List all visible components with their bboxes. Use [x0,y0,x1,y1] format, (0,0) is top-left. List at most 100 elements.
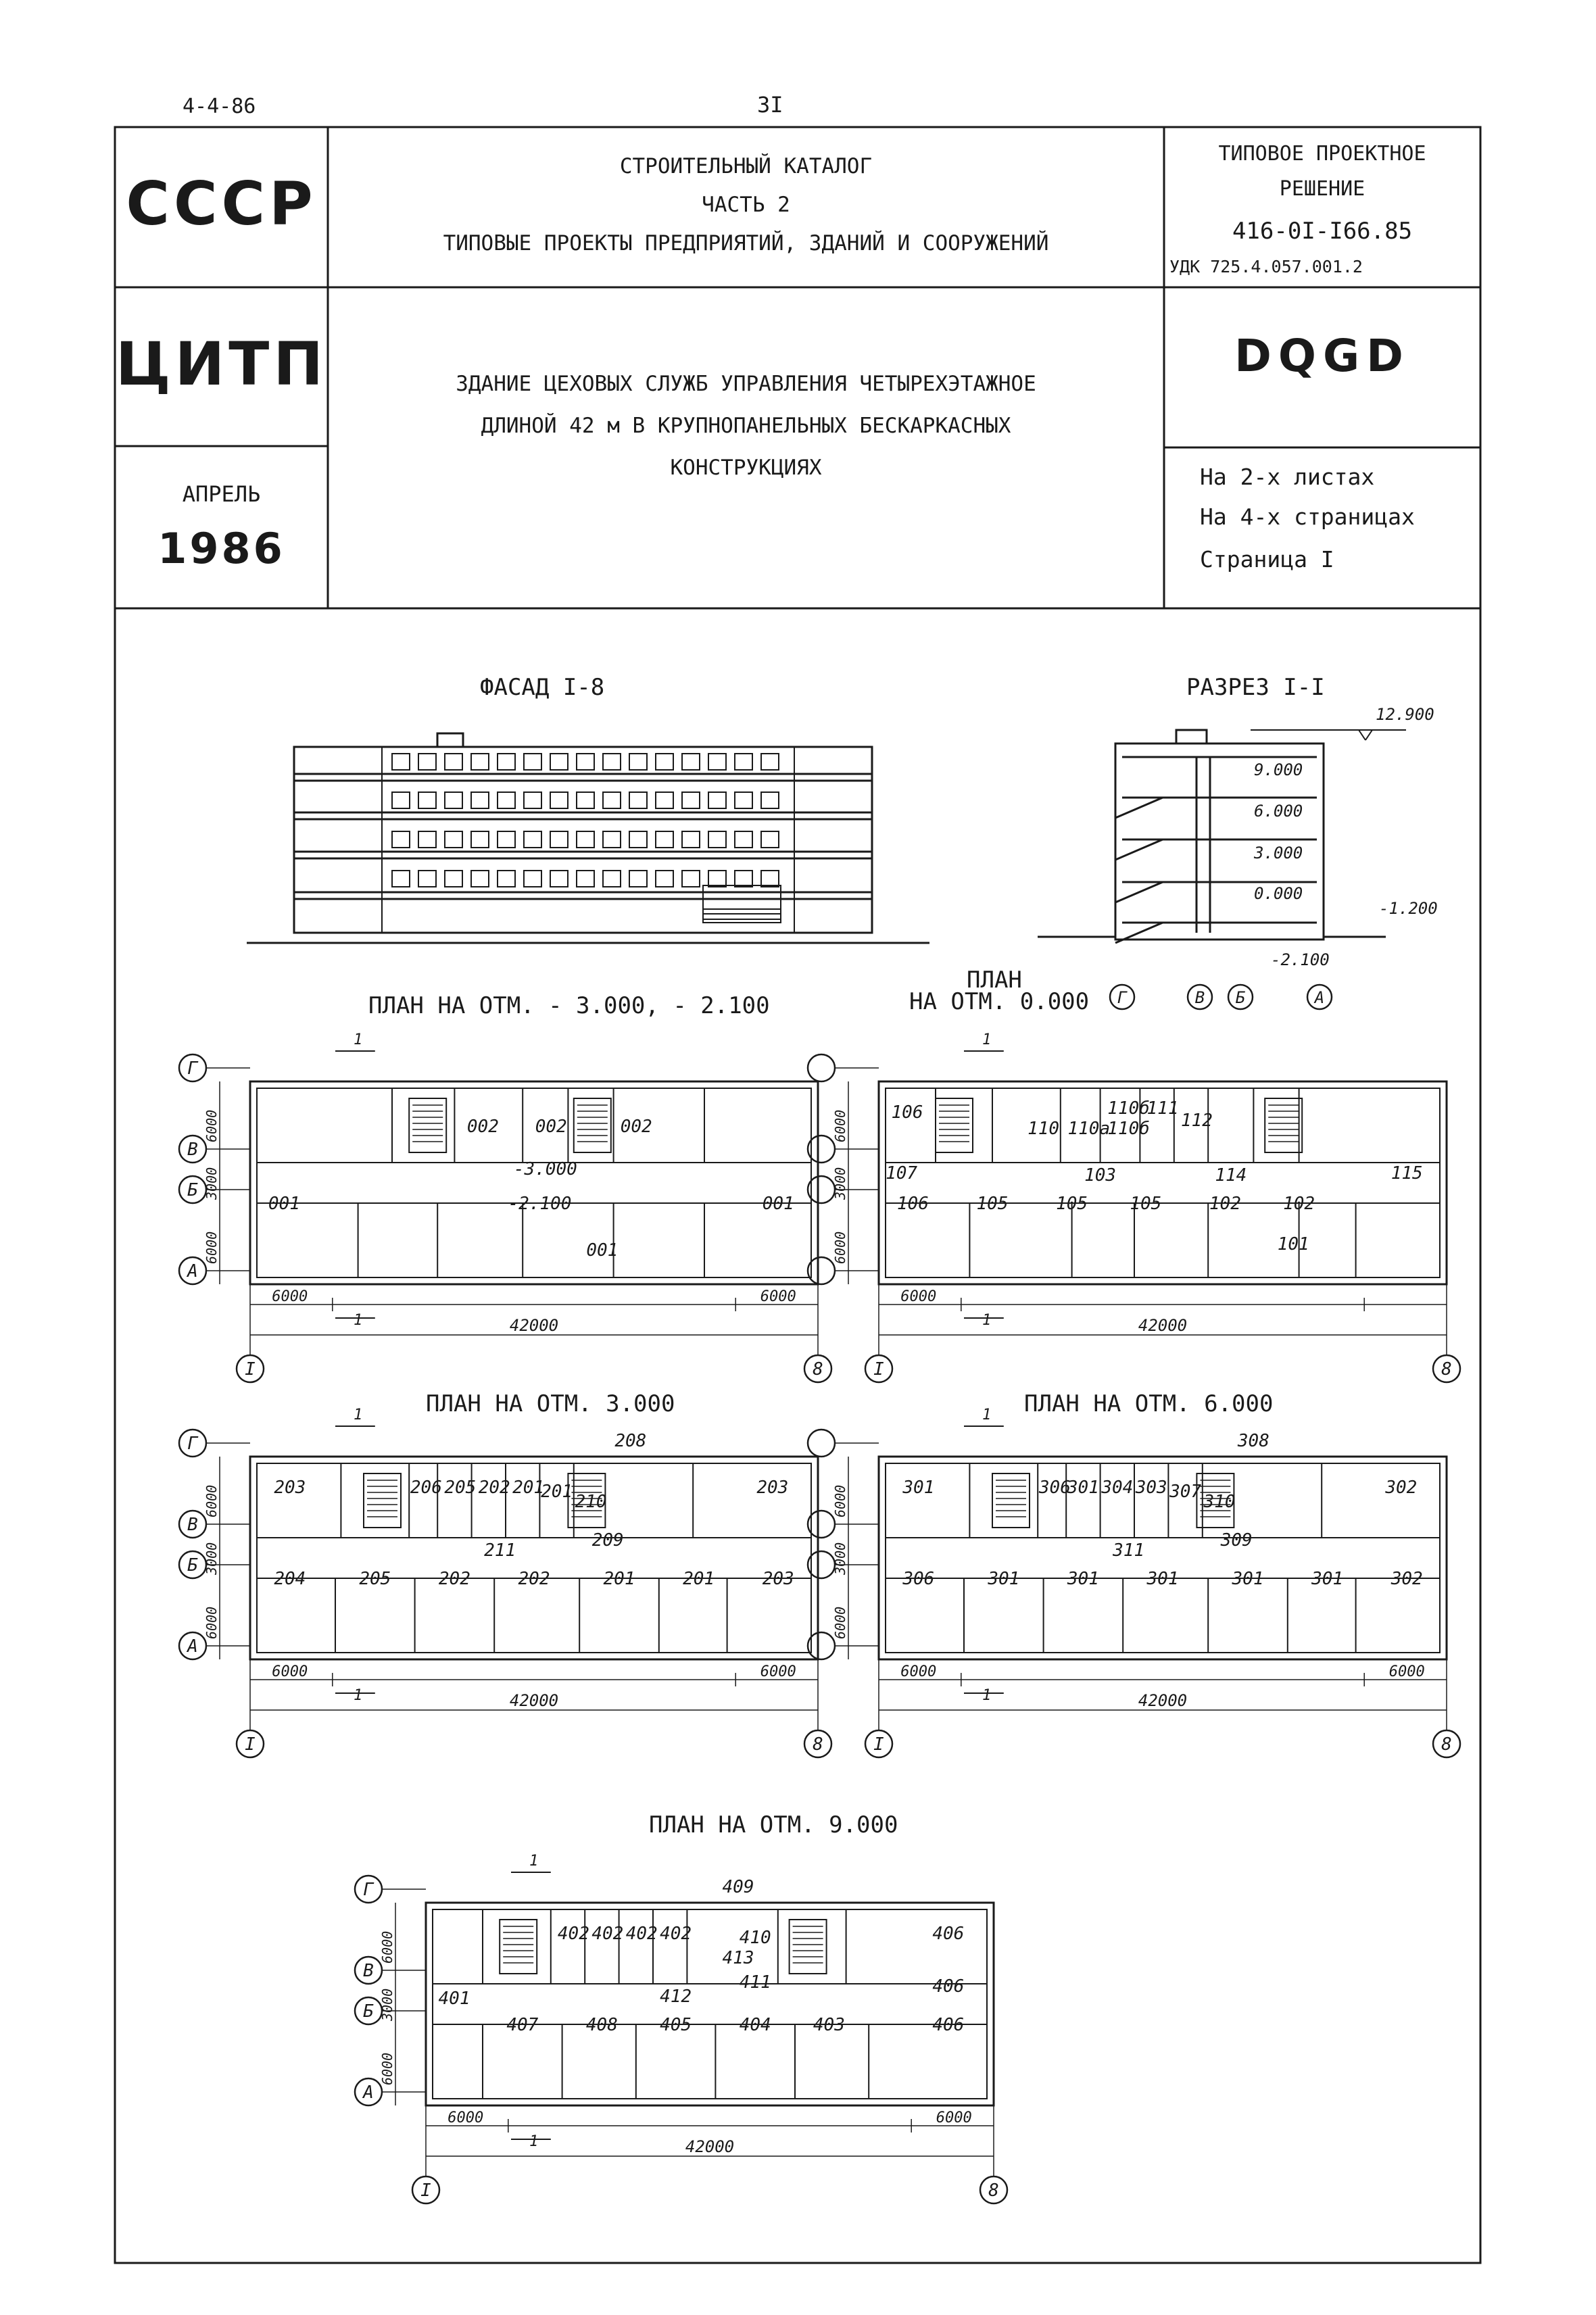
dim-bay-left: 6000 [272,1288,308,1305]
facade-window [497,791,516,809]
axis-row-3: А [362,2082,374,2103]
section-marker: 1 [982,1312,991,1329]
room-number: 310 [1203,1492,1236,1512]
facade-window [470,791,489,809]
dim-bay-left: 6000 [272,1663,308,1680]
facade-window [576,831,595,848]
section-title: РАЗРЕЗ I-I [1186,674,1325,701]
room-number: 105 [1056,1194,1088,1214]
axis-col-start: I [873,1359,884,1380]
room-number: 301 [1067,1478,1099,1498]
dim-total: 42000 [510,1316,558,1335]
facade-window [629,791,648,809]
facade-window [602,870,621,887]
axis-row-2: Б [363,2001,374,2022]
release-month: АПРЕЛЬ [182,481,261,507]
page-count: На 4-х страницах [1200,504,1415,530]
plan-outline [877,1455,1448,1661]
room-number: 202 [479,1478,510,1498]
room-number: 406 [932,2015,964,2035]
dim-gap-vert: 3000 [832,1542,848,1576]
stair [499,1919,538,1974]
facade-window [550,831,569,848]
room-number: 303 [1135,1478,1167,1498]
callout: 413 [723,1948,754,1968]
facade-window [444,870,463,887]
facade-window [708,753,727,771]
room-number: 103 [1084,1165,1116,1186]
room-number: 110б [1107,1098,1150,1119]
level-0000: 0.000 [1254,884,1303,903]
section-marker: 1 [354,1312,362,1329]
room-number: 002 [535,1117,567,1137]
facade-window [497,870,516,887]
section-marker: 1 [529,1853,538,1870]
dim-bay-vert: 6000 [203,1607,220,1639]
facade-window [708,831,727,848]
facade-window [734,870,753,887]
axis-row-2: Б [187,1555,198,1576]
facade-window [418,791,437,809]
level-6000: 6.000 [1254,802,1303,821]
dim-bay-vert: 6000 [379,2053,395,2085]
room-number: 301 [1311,1569,1343,1589]
plan-outline [425,1901,995,2107]
section-marker: 1 [982,1031,991,1048]
room-number: 001 [268,1194,300,1214]
room-number: 112 [1181,1111,1213,1131]
level-9000: 9.000 [1254,760,1303,779]
facade-window [523,831,542,848]
room-number: 306 [902,1569,934,1589]
room-number: 110 [1027,1119,1059,1139]
facade-window [391,791,410,809]
stair [408,1098,448,1153]
facade-window [444,791,463,809]
doc-type-line2: РЕШЕНИЕ [1279,177,1365,201]
section-axis-g: Г [1117,988,1128,1007]
callout: 409 [723,1877,754,1897]
callout: 411 [740,1972,771,1993]
room-number: 115 [1391,1163,1423,1184]
axis-col-start: I [245,1359,256,1380]
axis-col-end: 8 [813,1359,823,1380]
facade-window [391,831,410,848]
level-minus-2100: -2.100 [1271,950,1330,969]
stair [935,1098,973,1153]
room-number: 203 [274,1478,306,1498]
dim-bay-vert: 6000 [203,1110,220,1142]
axis-row-0-bubble [806,1053,836,1083]
catalog-subtitle: ТИПОВЫЕ ПРОЕКТЫ ПРЕДПРИЯТИЙ, ЗДАНИЙ И СО… [443,231,1049,255]
section-marker: 1 [354,1407,362,1423]
dim-bay-vert: 6000 [832,1607,848,1639]
stair [992,1473,1030,1528]
dim-gap-vert: 3000 [203,1167,220,1200]
axis-col-end: 8 [1441,1359,1452,1380]
room-number: 304 [1101,1478,1133,1498]
axis-row-1: В [187,1515,198,1535]
room-number: 002 [467,1117,499,1137]
room-number: 301 [1232,1569,1264,1589]
facade-window [550,753,569,771]
room-number: 111 [1147,1098,1179,1119]
room-number: 110а [1067,1119,1110,1139]
dim-total: 42000 [685,2137,734,2156]
axis-row-1: В [187,1140,198,1160]
facade-window [681,831,700,848]
dim-bay-left: 6000 [900,1663,936,1680]
axis-row-3: А [186,1636,198,1657]
facade-window [418,753,437,771]
facade-window [602,831,621,848]
room-number: 106 [897,1194,929,1214]
room-number: 001 [763,1194,794,1214]
section-marker: 1 [529,2133,538,2150]
room-number: 101 [1278,1234,1309,1254]
room-number: 102 [1283,1194,1315,1214]
dim-total: 42000 [1138,1691,1187,1710]
room-number: 402 [591,1924,623,1944]
facade-window [681,753,700,771]
plan-inner-outline [256,1088,812,1278]
facade-window [681,791,700,809]
room-number: 211 [484,1540,516,1561]
